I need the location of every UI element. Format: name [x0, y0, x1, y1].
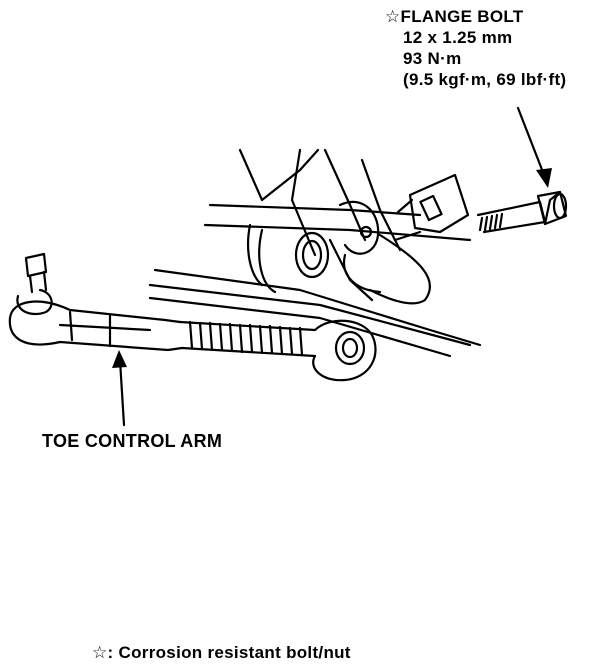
toe-control-arm-label: TOE CONTROL ARM [42, 431, 223, 451]
legend-star-icon: ☆ [92, 643, 108, 662]
flange-bolt-torque: 93 N·m [403, 49, 462, 68]
flange-bolt-title: FLANGE BOLT [400, 7, 524, 26]
corrosion-star-icon: ☆ [385, 7, 401, 26]
flange-bolt-illustration [476, 190, 568, 234]
legend: ☆: Corrosion resistant bolt/nut [92, 642, 351, 663]
knuckle-assembly [148, 148, 482, 358]
toe-arm-leader-arrow [118, 358, 126, 427]
flange-bolt-torque-alt: (9.5 kgf·m, 69 lbf·ft) [403, 70, 567, 89]
flange-arrowhead [536, 168, 552, 188]
flange-bolt-callout: ☆FLANGE BOLT 12 x 1.25 mm 93 N·m (9.5 kg… [385, 6, 566, 90]
legend-text: : Corrosion resistant bolt/nut [107, 643, 351, 662]
flange-bolt-size: 12 x 1.25 mm [403, 28, 513, 47]
toe-arrowhead [112, 350, 127, 368]
toe-control-arm-illustration [8, 252, 377, 382]
flange-bolt-leader-arrow [516, 106, 548, 182]
